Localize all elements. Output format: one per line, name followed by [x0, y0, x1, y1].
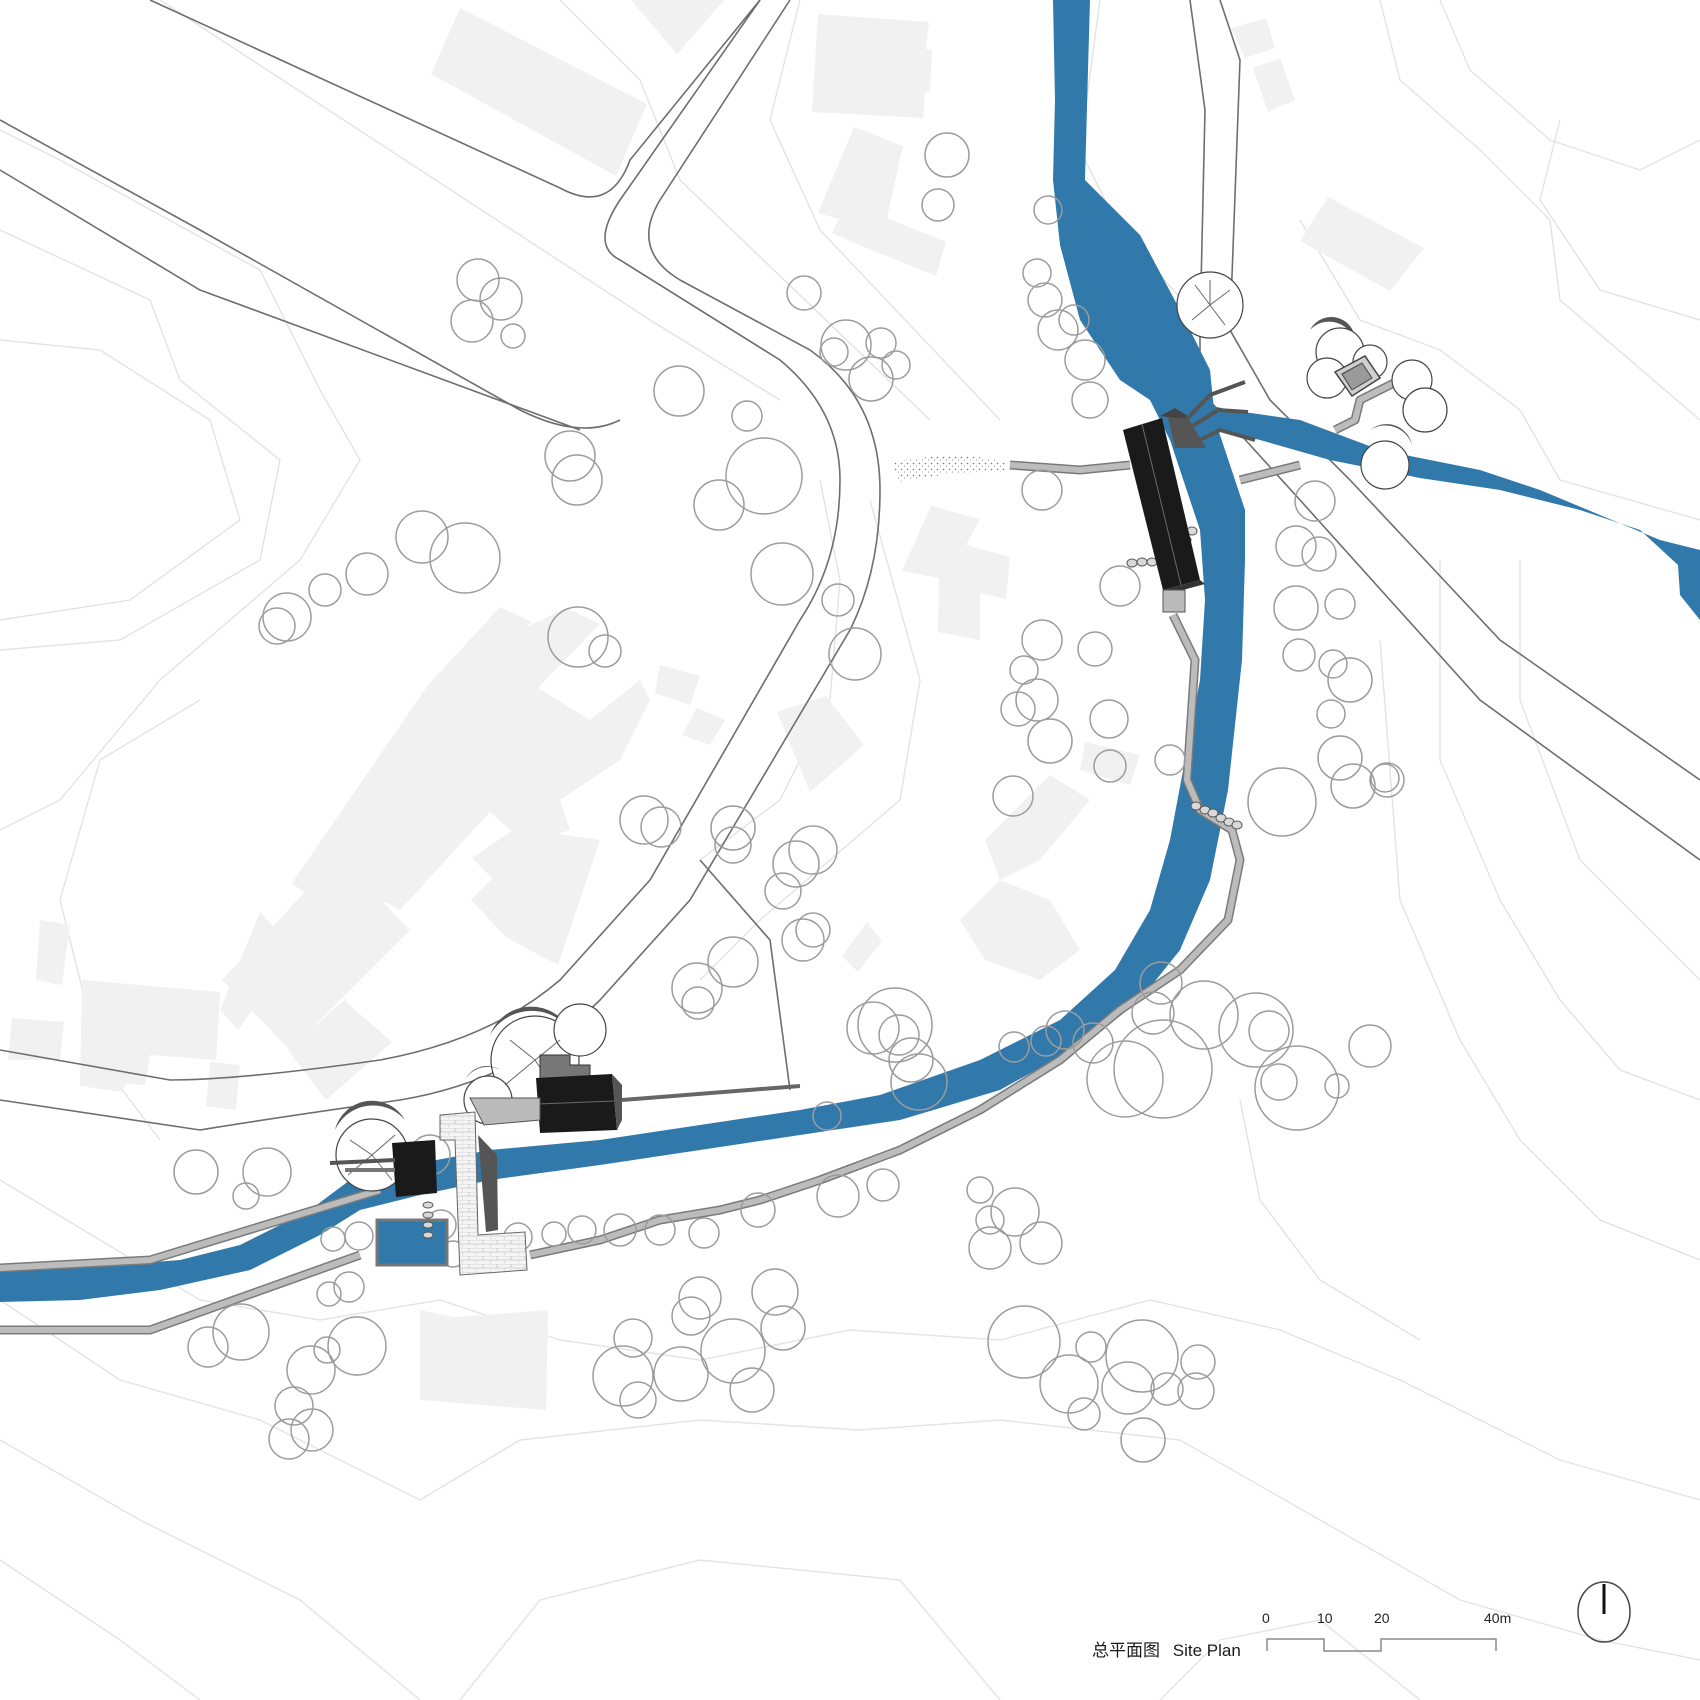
river-tributary — [1165, 395, 1700, 620]
north-arrow-icon — [1577, 1581, 1631, 1643]
scale-tick-10: 10 — [1317, 1610, 1333, 1626]
footbridge — [439, 1111, 528, 1276]
pavilion-north — [1123, 380, 1256, 613]
trees — [173, 132, 1405, 1463]
pavilion-southwest — [469, 1054, 801, 1133]
plan-title-en: Site Plan — [1172, 1641, 1241, 1660]
new-buildings — [329, 380, 1256, 1276]
scale-tick-40: 40m — [1484, 1610, 1512, 1626]
gravel-path — [893, 456, 1005, 482]
legend: 总平面图 Site Plan 0 10 20 40m — [1092, 1610, 1672, 1690]
plan-title-cn: 总平面图 — [1092, 1641, 1160, 1660]
plan-title: 总平面图 Site Plan — [1092, 1636, 1241, 1661]
scale-tick-0: 0 — [1262, 1610, 1270, 1626]
scale-bar: 0 10 20 40m — [1262, 1610, 1566, 1670]
feature-trees — [335, 250, 1448, 1192]
scale-bar-graphic — [1266, 1638, 1497, 1652]
existing-buildings — [8, 0, 1424, 1410]
scale-tick-20: 20 — [1374, 1610, 1390, 1626]
pavilion-west — [329, 1140, 449, 1267]
